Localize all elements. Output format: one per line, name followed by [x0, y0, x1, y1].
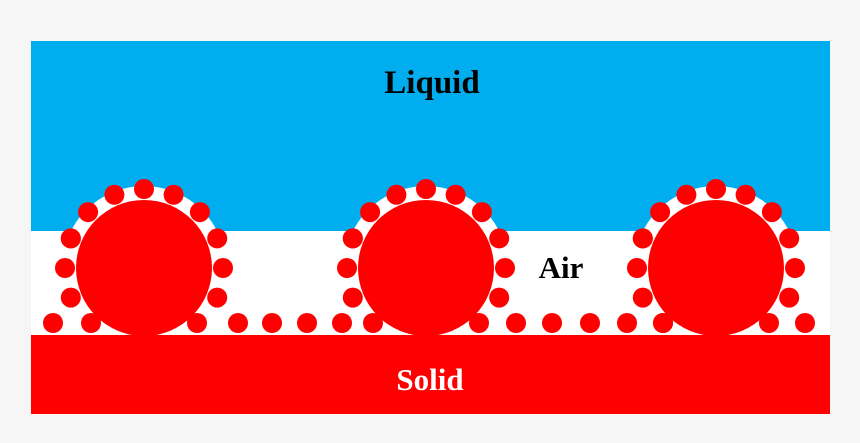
nanoparticle: [469, 313, 489, 333]
nanoparticle: [386, 184, 407, 205]
nanoparticle: [262, 313, 282, 333]
nanoparticle: [580, 313, 600, 333]
nanoparticle: [213, 258, 233, 278]
nanoparticle: [189, 202, 210, 223]
nanoparticle: [207, 287, 228, 308]
nanoparticle: [759, 313, 779, 333]
nanoparticle: [627, 258, 647, 278]
nanoparticle: [779, 228, 800, 249]
nanoparticle: [489, 228, 510, 249]
large-particle: [358, 200, 494, 336]
nanoparticle: [60, 228, 81, 249]
air-label: Air: [539, 250, 584, 285]
nanoparticle: [617, 313, 637, 333]
nanoparticle: [360, 202, 381, 223]
nanoparticle: [489, 287, 510, 308]
nanoparticle: [706, 179, 726, 199]
nanoparticle: [632, 228, 653, 249]
nanoparticle: [676, 184, 697, 205]
nanoparticle: [785, 258, 805, 278]
nanoparticle: [81, 313, 101, 333]
nanoparticle: [297, 313, 317, 333]
nanoparticle: [342, 287, 363, 308]
nanoparticle: [228, 313, 248, 333]
solid-label: Solid: [396, 362, 463, 397]
large-particle: [648, 200, 784, 336]
nanoparticle: [163, 184, 184, 205]
large-particle: [76, 200, 212, 336]
liquid-label: Liquid: [384, 65, 479, 101]
solid-substrate: [31, 335, 830, 414]
nanoparticle: [337, 258, 357, 278]
nanoparticle: [363, 313, 383, 333]
nanoparticle: [542, 313, 562, 333]
nanoparticle: [506, 313, 526, 333]
nanoparticle: [495, 258, 515, 278]
nanoparticle: [332, 313, 352, 333]
nanoparticle: [653, 313, 673, 333]
nanoparticle: [416, 179, 436, 199]
nanoparticle: [445, 184, 466, 205]
nanoparticle: [650, 202, 671, 223]
nanoparticle: [104, 184, 125, 205]
nanoparticle: [735, 184, 756, 205]
nanoparticle: [471, 202, 492, 223]
nanoparticle: [60, 287, 81, 308]
nanoparticle: [795, 313, 815, 333]
large-particles: [76, 200, 784, 336]
small-particles: [43, 179, 815, 333]
nanoparticle: [78, 202, 99, 223]
nanoparticle: [632, 287, 653, 308]
nanoparticle: [43, 313, 63, 333]
nanoparticle: [55, 258, 75, 278]
nanoparticle: [761, 202, 782, 223]
nanoparticle: [134, 179, 154, 199]
nanoparticle: [207, 228, 228, 249]
nanoparticle: [342, 228, 363, 249]
nanoparticle: [187, 313, 207, 333]
nanoparticle: [779, 287, 800, 308]
